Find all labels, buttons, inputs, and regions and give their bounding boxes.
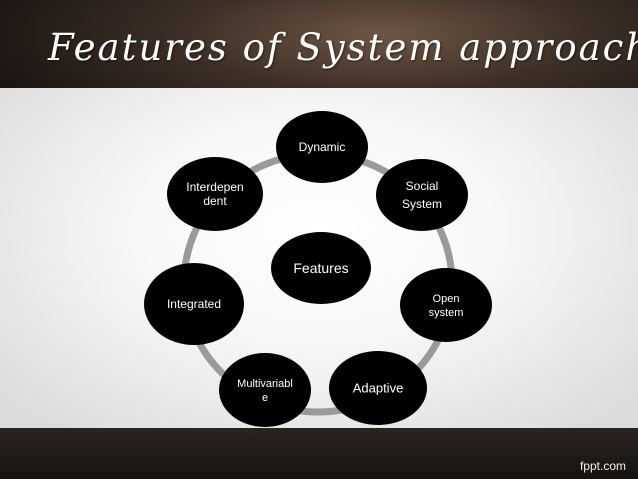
node-social-system-shape [376,159,468,231]
node-open-system-label: Open [433,293,460,305]
center-node-shape [271,232,371,304]
node-multivariable-label: Multivariabl [237,378,293,390]
center-node: Features [271,232,371,304]
node-interdependent-shape [167,157,263,231]
node-open-system-label: system [429,307,464,319]
node-open-system-shape [400,268,492,342]
node-dynamic-label: Dynamic [299,140,346,154]
node-integrated-label: Integrated [167,297,221,311]
node-adaptive-shape [329,351,427,425]
node-adaptive-label: Adaptive [353,381,404,396]
center-node-label: Features [293,260,348,276]
node-dynamic-shape [276,111,368,183]
footer-bar [0,428,638,479]
brand-label: fppt.com [579,459,626,473]
node-social-system-label: System [402,197,442,211]
node-social-system-label: Social [406,179,439,193]
node-integrated-shape [144,263,244,345]
node-adaptive: Adaptive [329,351,427,425]
node-multivariable: Multivariabl e [219,353,311,427]
node-interdependent-label: dent [203,194,227,208]
title-bar [0,0,638,88]
node-interdependent-label: Interdepen [186,180,243,194]
node-multivariable-label: e [262,392,268,404]
node-integrated: Integrated [144,263,244,345]
node-dynamic: Dynamic [276,111,368,183]
slide-title: Features of System approach [48,26,638,69]
node-multivariable-shape [219,353,311,427]
node-open-system: Open system [400,268,492,342]
